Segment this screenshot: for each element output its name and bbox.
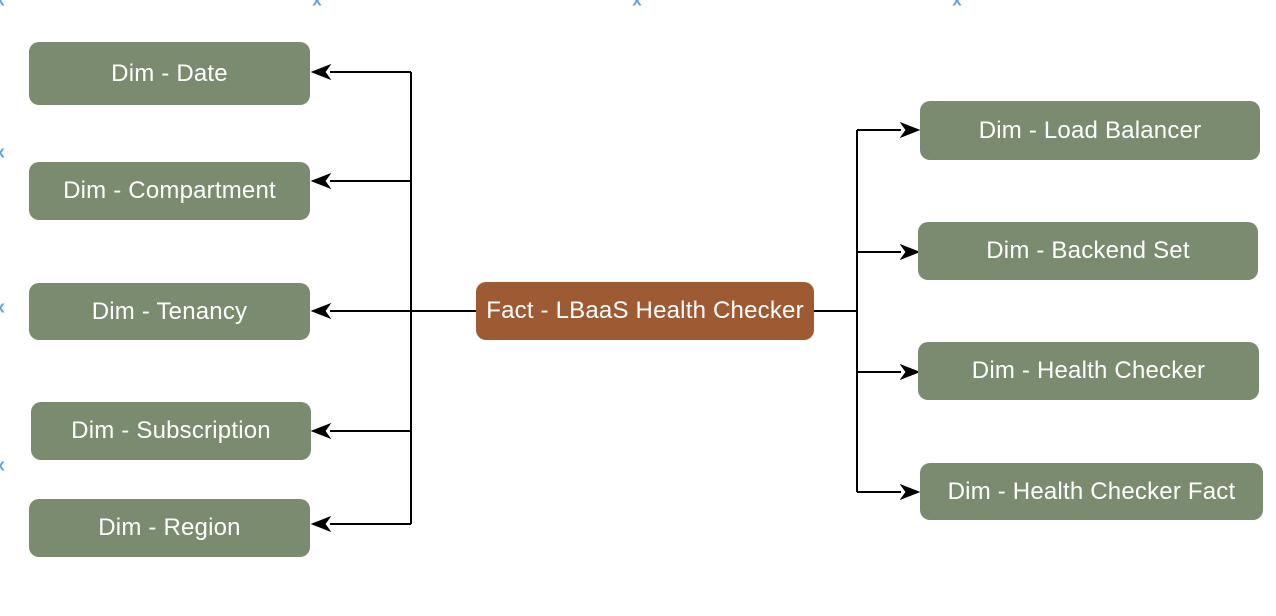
- edge-marker-x-icon: x: [0, 457, 5, 474]
- node-label: Dim - Health Checker: [971, 357, 1206, 384]
- node-label: Fact - LBaaS Health Checker: [486, 297, 804, 324]
- node-label: Dim - Health Checker Fact: [947, 477, 1236, 505]
- arrowhead-tenancy: [310, 302, 332, 320]
- arrowhead-compartment: [310, 172, 332, 190]
- arrowhead-region: [310, 515, 332, 533]
- node-fact-lbaas-health-checker[interactable]: Fact - LBaaS Health Checker: [476, 282, 814, 340]
- node-dim-subscription[interactable]: Dim - Subscription: [31, 402, 311, 460]
- node-dim-tenancy[interactable]: Dim - Tenancy: [29, 283, 310, 340]
- edge-marker-x-icon: x: [0, 144, 5, 161]
- arrowhead-health-checker: [899, 363, 921, 381]
- edge-marker-x-icon: x: [952, 0, 962, 10]
- node-dim-date[interactable]: Dim - Date: [29, 42, 310, 105]
- node-dim-backend-set[interactable]: Dim - Backend Set: [918, 222, 1258, 280]
- arrowhead-subscription: [310, 422, 332, 440]
- edge-marker-x-icon: x: [0, 299, 5, 316]
- node-dim-region[interactable]: Dim - Region: [29, 499, 310, 557]
- arrowhead-health-checker-fact: [899, 483, 921, 501]
- arrowhead-date: [310, 63, 332, 81]
- node-dim-health-checker-fact[interactable]: Dim - Health Checker Fact: [920, 463, 1263, 520]
- node-label: Dim - Date: [111, 59, 228, 87]
- node-label: Dim - Tenancy: [91, 297, 248, 325]
- edge-marker-x-icon: x: [632, 0, 642, 10]
- node-label: Dim - Region: [98, 514, 241, 541]
- node-dim-load-balancer[interactable]: Dim - Load Balancer: [920, 101, 1260, 160]
- arrowhead-load-balancer: [899, 121, 921, 139]
- node-dim-health-checker[interactable]: Dim - Health Checker: [918, 342, 1259, 400]
- left-connector-group[interactable]: [310, 63, 476, 533]
- node-dim-compartment[interactable]: Dim - Compartment: [29, 162, 310, 220]
- node-label: Dim - Compartment: [63, 177, 276, 204]
- edge-marker-x-icon: x: [312, 0, 322, 10]
- node-label: Dim - Backend Set: [986, 237, 1190, 264]
- edge-marker-x-icon: x: [0, 0, 5, 9]
- arrowhead-backend-set: [899, 243, 921, 261]
- right-connector-group[interactable]: [814, 121, 921, 501]
- node-label: Dim - Load Balancer: [978, 116, 1202, 144]
- node-label: Dim - Subscription: [71, 417, 271, 444]
